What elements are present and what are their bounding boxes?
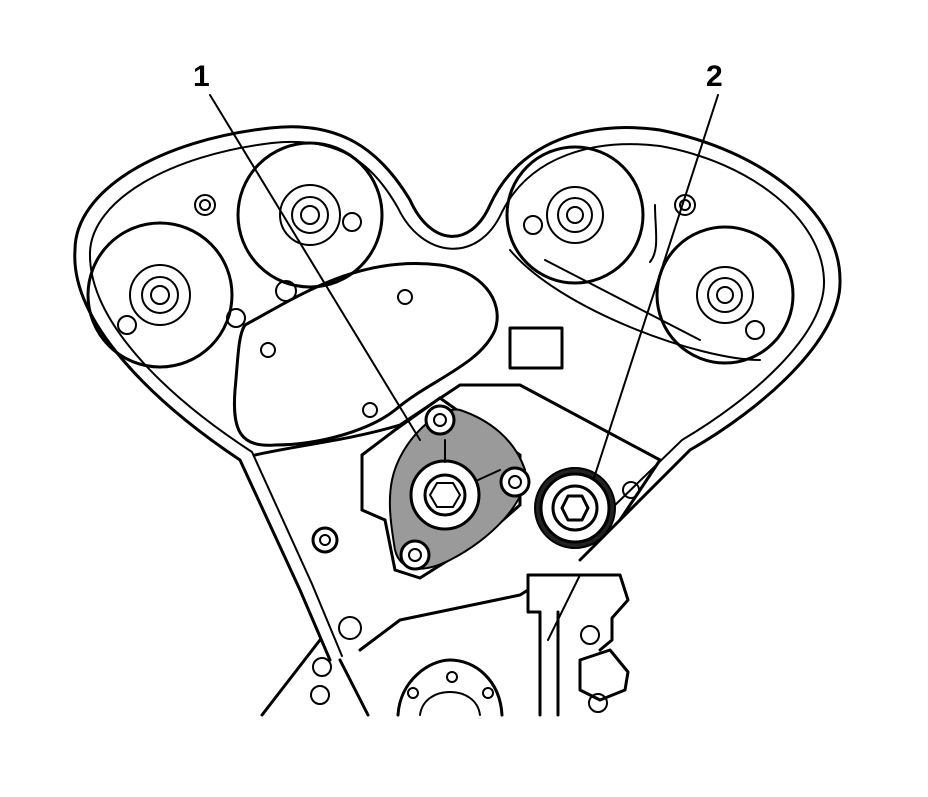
tensioner-rib <box>477 469 501 481</box>
lower-right-bracket <box>526 573 630 652</box>
cover-bolt-hole <box>260 342 276 358</box>
idler-bolt <box>560 494 590 522</box>
crank-sprocket <box>396 658 504 717</box>
lower-belt-left-2 <box>338 658 370 717</box>
left-exhaust-cam-sprocket <box>86 221 234 369</box>
right-intake-cam-bolt <box>557 197 593 233</box>
tensioner-bottom-bolt-inner <box>408 548 422 562</box>
tensioner-right-bolt <box>499 466 531 498</box>
inspection-window <box>508 326 564 370</box>
cover-bolt-hole <box>194 194 216 216</box>
lower-left-bolt <box>310 685 330 705</box>
leader-line-1 <box>209 94 421 441</box>
belt-run-right-lower <box>509 249 761 361</box>
cover-outline-outer <box>73 125 842 662</box>
lower-belt-left <box>260 638 322 717</box>
lower-right-bolt <box>588 693 608 713</box>
tensioner-nut <box>428 482 462 508</box>
lower-right-block <box>578 648 630 702</box>
tensioner-top-bolt-inner <box>433 413 447 427</box>
cover-outline-inner <box>88 140 826 657</box>
lower-right-strut <box>547 574 581 641</box>
tensioner-top-bolt <box>424 404 456 436</box>
cover-bolt-hole <box>338 616 362 640</box>
right-intake-cam-center <box>566 206 584 224</box>
callout-label-1: 1 <box>193 60 210 93</box>
lower-housing-edge <box>358 588 530 652</box>
cover-bolt-hole <box>397 289 413 305</box>
belt-run-right-upper <box>649 204 658 263</box>
cover-bolt-hole-inner <box>199 199 211 211</box>
right-exhaust-cam-hub <box>696 266 754 324</box>
crank-sprocket-hub <box>419 690 481 716</box>
left-intake-cam-center <box>300 205 320 225</box>
lower-right-bolt <box>580 625 600 645</box>
right-exhaust-cam-center <box>716 286 734 304</box>
crank-pin <box>446 671 458 683</box>
tensioner-right-bolt-inner <box>508 475 522 489</box>
left-intake-cam-bolt <box>291 196 329 234</box>
left-intake-cam-hub <box>279 184 341 246</box>
right-exhaust-cam-bolt <box>707 277 743 313</box>
left-exhaust-cam-bolt <box>141 276 179 314</box>
cover-bolt-hole-inner <box>319 534 331 546</box>
housing-edge-right <box>618 458 662 522</box>
left-intake-cam-pin <box>342 212 362 232</box>
right-intake-cam-pin <box>523 215 543 235</box>
left-intake-cam-sprocket <box>236 141 384 289</box>
right-exhaust-cam-pin <box>745 320 765 340</box>
callout-label-2: 2 <box>706 60 723 93</box>
right-intake-cam-sprocket <box>505 145 645 285</box>
cover-bolt-hole <box>226 308 246 328</box>
leader-line-2 <box>593 94 719 479</box>
belt-run-right <box>544 259 701 341</box>
right-intake-cam-hub <box>546 186 604 244</box>
idler-hub <box>551 484 599 532</box>
cover-bolt-hole <box>362 402 378 418</box>
lower-right-bracket-left <box>526 573 542 717</box>
left-exhaust-cam-pin <box>117 315 137 335</box>
right-exhaust-cam-sprocket <box>655 225 795 365</box>
left-exhaust-cam-hub <box>129 264 191 326</box>
inner-plate <box>232 262 499 447</box>
left-exhaust-cam-center <box>150 285 170 305</box>
cover-bolt-hole <box>311 526 339 554</box>
lower-left-bolt <box>312 657 332 677</box>
crank-pin <box>482 687 494 699</box>
crank-pin <box>407 687 419 699</box>
tensioner-bottom-bolt <box>399 539 431 571</box>
